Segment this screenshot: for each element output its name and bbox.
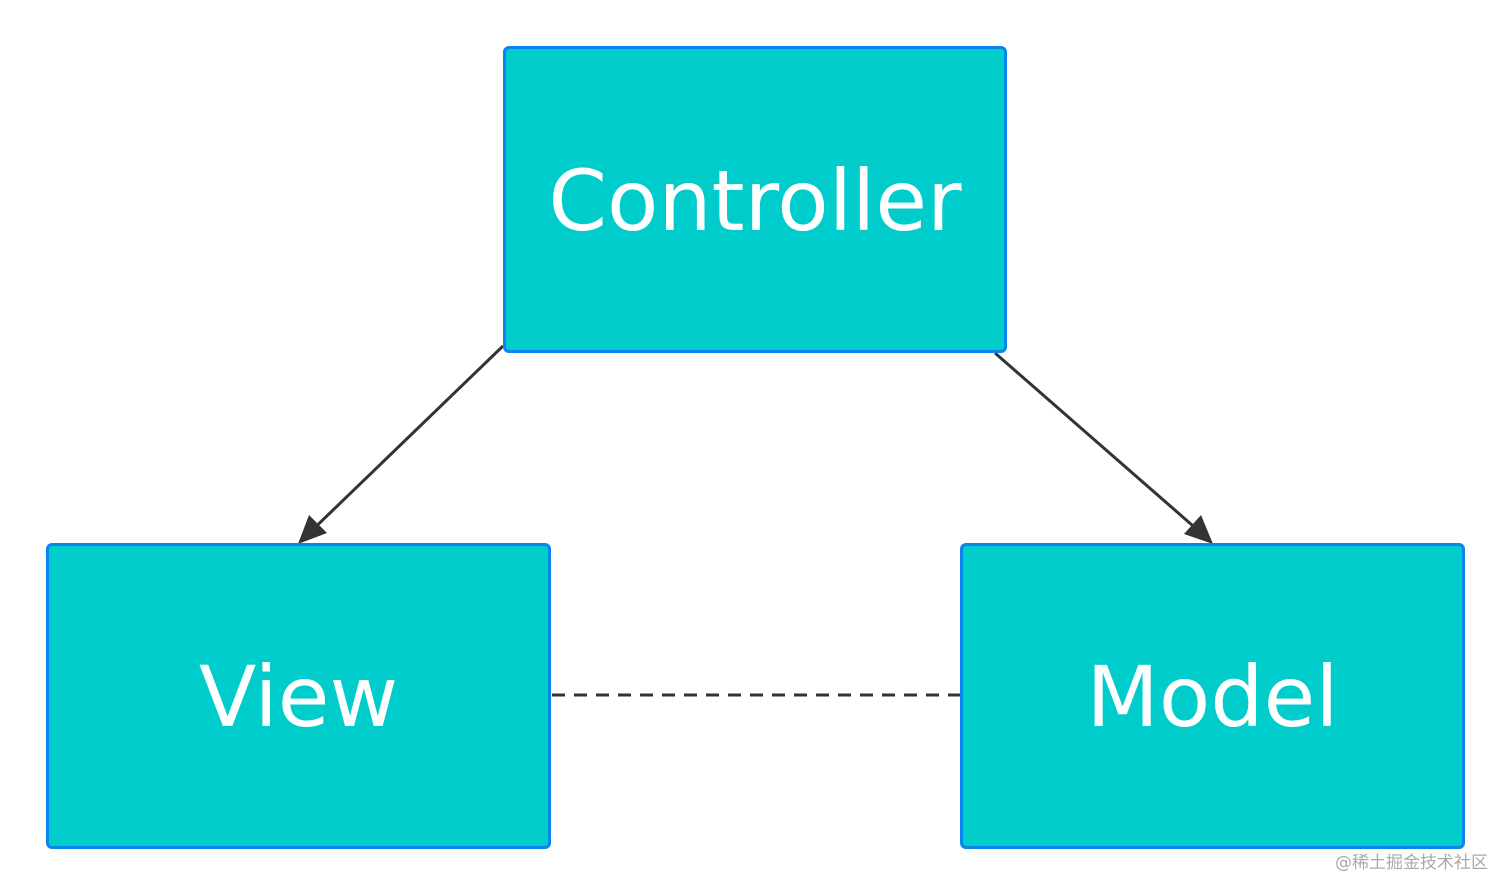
controller-label: Controller [548,151,962,250]
edge-controller-to-model [994,351,1209,541]
view-label: View [198,648,399,746]
model-label: Model [1086,648,1339,746]
edge-controller-to-model-arrowhead [1184,515,1213,544]
model-node[interactable]: Model [960,543,1465,849]
watermark: @稀土掘金技术社区 [1335,853,1488,873]
edge-controller-to-view [300,344,505,542]
edge-controller-to-view-arrowhead [298,515,327,544]
controller-node[interactable]: Controller [503,46,1007,353]
view-node[interactable]: View [46,543,551,849]
